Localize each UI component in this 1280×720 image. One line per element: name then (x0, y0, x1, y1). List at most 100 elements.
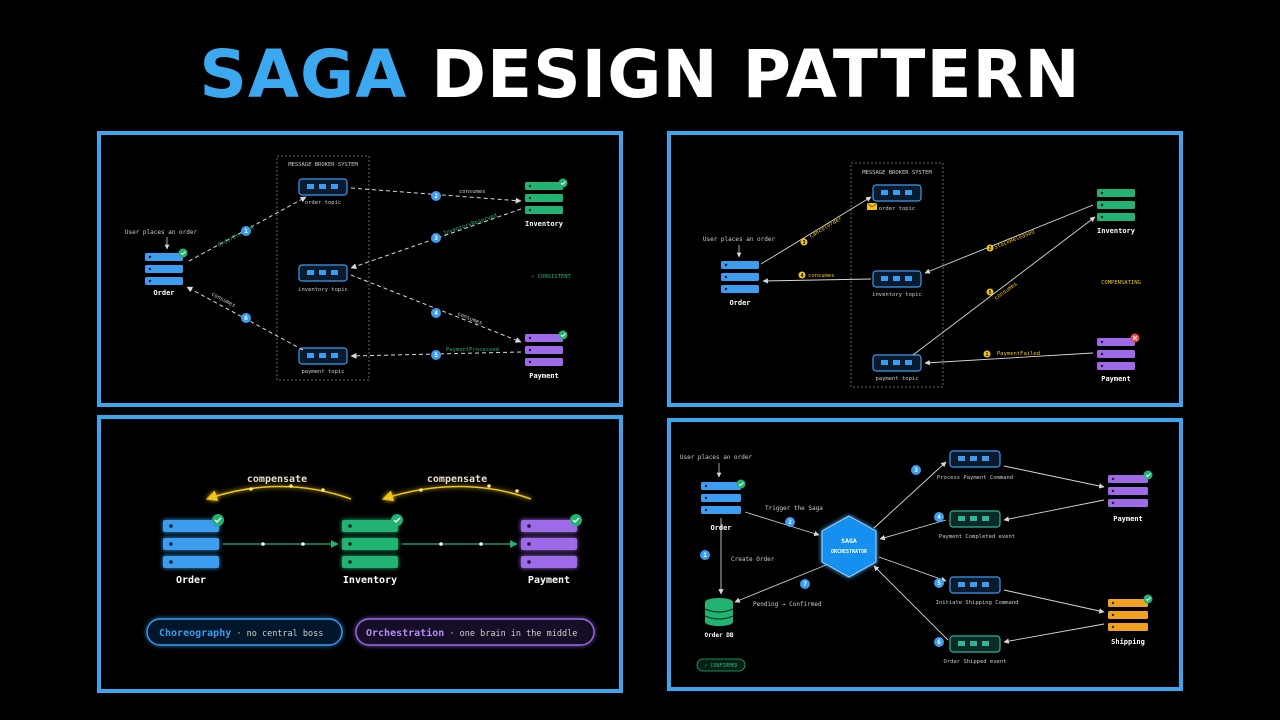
process-payment-command: Process Payment Command (937, 450, 1013, 481)
svg-text:5: 5 (434, 352, 438, 359)
saga-orchestrator: SAGA ORCHESTRATOR (821, 515, 877, 578)
order-label: Order (153, 289, 174, 297)
step-badge: 4 (934, 512, 944, 522)
payment-topic: payment topic (298, 347, 348, 375)
order-service: Order (145, 248, 188, 297)
status-compensating: COMPENSATING (1101, 280, 1141, 286)
database-icon: Order DB (705, 598, 734, 639)
consumes-label: consumes (456, 311, 483, 326)
payment-label: Payment (1101, 375, 1131, 383)
svg-text:4: 4 (937, 514, 941, 521)
diagram-choreography-success: MESSAGE BROKER SYSTEM order topic invent… (125, 155, 572, 381)
svg-text:5: 5 (937, 580, 941, 587)
pill-choreography-main: Choreography (159, 628, 231, 639)
order-label: Order (176, 575, 206, 586)
inventory-label: Inventory (343, 575, 397, 586)
svg-text:6: 6 (244, 315, 248, 322)
confirmed-badge: ✓ CONFIRMED (696, 658, 746, 672)
svg-text:2: 2 (434, 193, 438, 200)
initiate-shipping-command: Initiate Shipping Command (936, 576, 1018, 606)
consumes-label: consumes (459, 189, 486, 195)
step-badge: 3 (911, 465, 921, 475)
event-cancel-order: CancelOrder (809, 215, 844, 239)
diagram-orchestration: User places an order Order Order DB SAGA… (680, 450, 1153, 672)
diagram-choreography-compensating: MESSAGE BROKER SYSTEM order topic invent… (703, 162, 1141, 388)
order-topic: order topic (298, 178, 348, 206)
payment-completed-label: Payment Completed event (939, 534, 1015, 540)
compensate-arc (205, 485, 352, 502)
check-icon (212, 514, 224, 526)
order-shipped-label: Order Shipped event (944, 659, 1007, 665)
user-note: User places an order (703, 236, 776, 243)
check-icon (391, 514, 403, 526)
order-shipped-event: Order Shipped event (944, 635, 1007, 665)
step-badge: 4 (798, 271, 806, 279)
step-badge: 5 (431, 350, 441, 360)
order-topic-label: order topic (879, 206, 915, 212)
svg-text:6: 6 (937, 639, 941, 646)
order-db-label: Order DB (705, 632, 734, 639)
step-badge: 6 (241, 313, 251, 323)
broker-title: MESSAGE BROKER SYSTEM (862, 170, 932, 176)
diagram-compensation-overview: compensate compensate Order Inventory (146, 474, 595, 646)
pill-choreography: Choreography · no central boss (146, 618, 343, 646)
step-badge: 3 (431, 233, 441, 243)
broker-title: MESSAGE BROKER SYSTEM (288, 162, 358, 168)
shipping-label: Shipping (1111, 638, 1145, 646)
panel-orchestration: User places an order Order Order DB SAGA… (667, 418, 1183, 691)
consumes-label: consumes (808, 273, 835, 279)
consumes-label: consumes (210, 291, 236, 309)
step-badge: 6 (934, 637, 944, 647)
payment-service: Payment (525, 330, 568, 380)
svg-text:4: 4 (434, 310, 438, 317)
order-topic-label: order topic (305, 200, 341, 206)
step-badge: 4 (431, 308, 441, 318)
payment-label: Payment (1113, 515, 1143, 523)
svg-text:7: 7 (803, 581, 807, 588)
compensate-label: compensate (427, 474, 487, 485)
panel-compensation-overview: compensate compensate Order Inventory (97, 415, 623, 693)
step-badge: 5 (934, 578, 944, 588)
pill-choreography-sub: · no central boss (231, 629, 323, 639)
inventory-topic: inventory topic (298, 264, 348, 293)
svg-text:5: 5 (988, 290, 991, 296)
check-icon (1143, 594, 1153, 604)
inventory-label: Inventory (1097, 227, 1136, 235)
page-title: SAGA DESIGN PATTERN (0, 30, 1280, 120)
check-icon (178, 248, 188, 258)
panel-choreography-compensating: MESSAGE BROKER SYSTEM order topic invent… (667, 131, 1183, 407)
user-note: User places an order (680, 454, 753, 461)
step-badge: 2 (986, 244, 994, 252)
pill-orchestration: Orchestration · one brain in the middle (355, 618, 595, 646)
event-payment-processed: PaymentProcessed (446, 347, 499, 353)
svg-text:Orchestration · one brain in t: Orchestration · one brain in the middle (366, 627, 577, 639)
inventory-topic-label: inventory topic (872, 292, 922, 298)
inventory-service: Inventory (1097, 189, 1136, 235)
step-badge: 7 (800, 579, 810, 589)
orchestrator-line2: ORCHESTRATOR (831, 549, 868, 555)
payment-label: Payment (528, 575, 570, 586)
order-service: Order (701, 479, 746, 532)
payment-topic-label: payment topic (875, 376, 918, 382)
payment-label: Payment (529, 372, 559, 380)
status-consistent: ✓ CONSISTENT (531, 274, 571, 280)
title-rest: DESIGN PATTERN (431, 36, 1081, 113)
step-badge: 1 (241, 226, 251, 236)
process-payment-label: Process Payment Command (937, 475, 1013, 481)
svg-text:Choreography · no central boss: Choreography · no central boss (159, 628, 323, 639)
pill-orchestration-sub: · one brain in the middle (444, 629, 577, 639)
step-badge: 2 (785, 517, 795, 527)
compensate-arc (381, 485, 532, 502)
check-icon (736, 479, 746, 489)
confirmed-label: ✓ CONFIRMED (704, 663, 737, 669)
step-badge: 1 (983, 350, 991, 358)
shipping-service: Shipping (1108, 594, 1153, 646)
svg-text:1: 1 (985, 352, 988, 358)
payment-topic: payment topic (872, 354, 922, 382)
create-order-label: Create Order (731, 556, 775, 563)
user-note: User places an order (125, 229, 198, 236)
step-badge: 1 (700, 550, 710, 560)
step-badge: 5 (986, 288, 994, 296)
payment-completed-event: Payment Completed event (939, 510, 1015, 540)
inventory-service (342, 520, 398, 568)
